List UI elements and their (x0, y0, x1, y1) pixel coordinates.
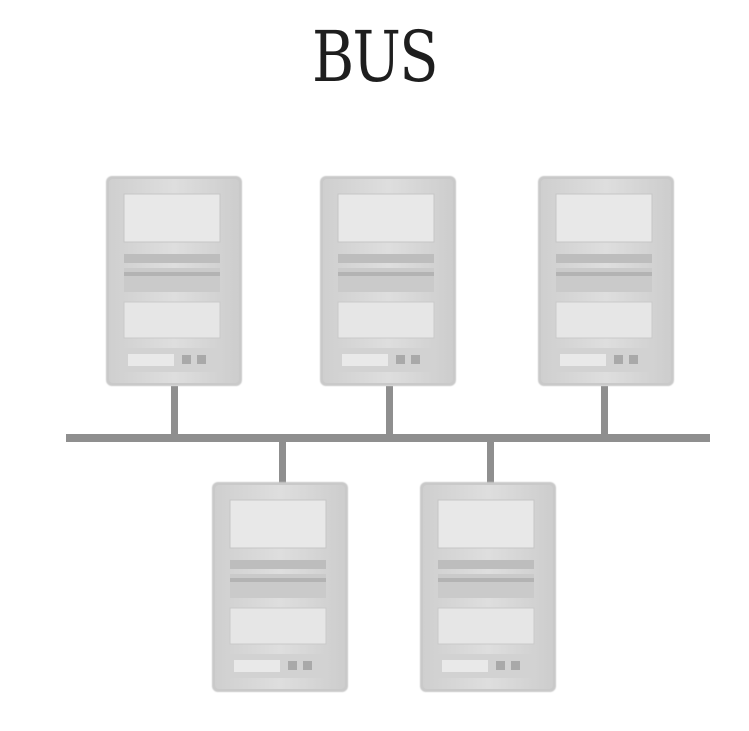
server-top-center-icon (320, 176, 456, 386)
connector-bottom-right (487, 440, 494, 484)
connector-top-right (601, 386, 608, 438)
server-top-left-icon (106, 176, 242, 386)
diagram-title: BUS (312, 16, 439, 98)
connector-bottom-left (279, 440, 286, 484)
server-top-right-icon (538, 176, 674, 386)
server-bottom-left-icon (212, 482, 348, 692)
connector-top-left (171, 386, 178, 438)
server-bottom-right-icon (420, 482, 556, 692)
connector-top-center (386, 386, 393, 438)
